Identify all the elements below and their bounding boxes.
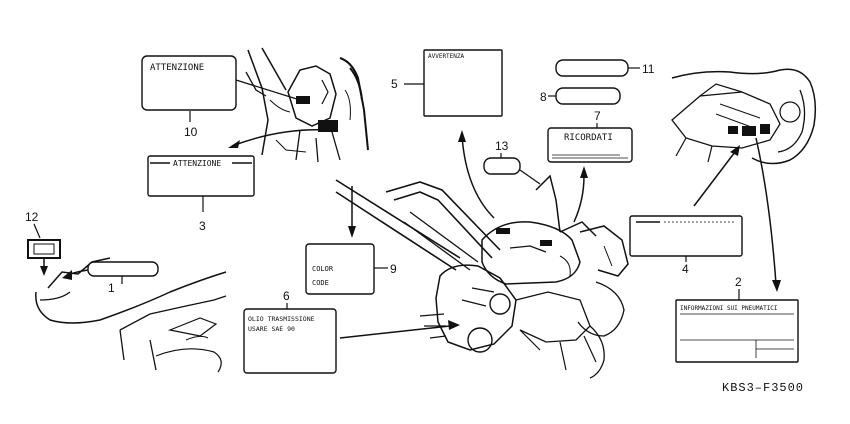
arrow-label-2 — [755, 137, 777, 285]
arrow-label-2-head — [772, 280, 781, 292]
label-7-ricordati: RICORDATI — [547, 127, 633, 163]
callout-13: 13 — [495, 139, 509, 153]
label-1-sticker — [87, 261, 159, 277]
callout-10: 10 — [184, 125, 198, 139]
rear-view-illustration — [245, 47, 369, 163]
label-13-sticker — [483, 157, 521, 175]
label-6-line2: USARE SAE 90 — [248, 325, 295, 333]
label-5-title: AVVERTENZA — [428, 53, 465, 60]
callout-5: 5 — [391, 77, 398, 91]
arrow-label-5-head — [458, 130, 466, 142]
label-9-color-code: COLOR CODE — [305, 243, 375, 295]
arrow-label-4-head — [730, 145, 740, 156]
callout-8: 8 — [540, 90, 547, 104]
label-9-line2: CODE — [312, 279, 329, 287]
label-2-tire-info: INFORMAZIONI SUI PNEUMATICI — [675, 299, 799, 363]
callout-9: 9 — [390, 262, 397, 276]
arrow-label-12-head — [40, 266, 48, 276]
label-6-olio-trasmissione: OLIO TRASMISSIONE USARE SAE 90 — [243, 308, 337, 374]
callout-1: 1 — [108, 281, 115, 295]
callout-12: 12 — [25, 210, 39, 224]
callout-3: 3 — [199, 219, 206, 233]
label-3-attenzione: ATTENZIONE — [147, 155, 255, 197]
label-7-title: RICORDATI — [564, 133, 613, 143]
arrow-label-6 — [339, 325, 451, 339]
arrow-label-1-head — [62, 270, 72, 280]
arrow-label-6-head — [448, 320, 460, 330]
label-12-sticker — [27, 239, 61, 259]
rear-wheel-illustration — [671, 68, 817, 165]
label-8-sticker — [555, 87, 621, 105]
label-6-line1: OLIO TRASMISSIONE — [248, 315, 315, 323]
callout-6: 6 — [283, 289, 290, 303]
leader-label-10 — [235, 79, 301, 101]
arrow-label-5 — [461, 135, 495, 219]
label-9-line1: COLOR — [312, 265, 334, 273]
arrow-label-3-head — [228, 140, 240, 148]
label-5-avvertenza: AVVERTENZA — [423, 49, 503, 117]
label-11-sticker — [555, 59, 629, 77]
label-4-sticker — [629, 215, 743, 257]
label-10-title: ATTENZIONE — [150, 63, 204, 73]
leader-label-13 — [519, 169, 541, 185]
figure-code: KBS3–F3500 — [722, 381, 804, 395]
arrow-label-3 — [231, 129, 327, 147]
arrow-label-7 — [573, 175, 585, 223]
arrow-label-4 — [693, 147, 739, 207]
label-2-title: INFORMAZIONI SUI PNEUMATICI — [680, 305, 778, 312]
left-bike-illustration — [35, 257, 227, 373]
arrow-label-9-head — [348, 226, 356, 238]
callout-2: 2 — [735, 275, 742, 289]
callout-4: 4 — [682, 262, 689, 276]
center-motorcycle-illustration — [335, 174, 629, 379]
callout-11: 11 — [642, 62, 655, 76]
label-10-attenzione: ATTENZIONE — [141, 55, 237, 111]
callout-7: 7 — [594, 109, 601, 123]
label-3-title: ATTENZIONE — [173, 159, 221, 168]
arrow-label-7-head — [580, 166, 588, 178]
